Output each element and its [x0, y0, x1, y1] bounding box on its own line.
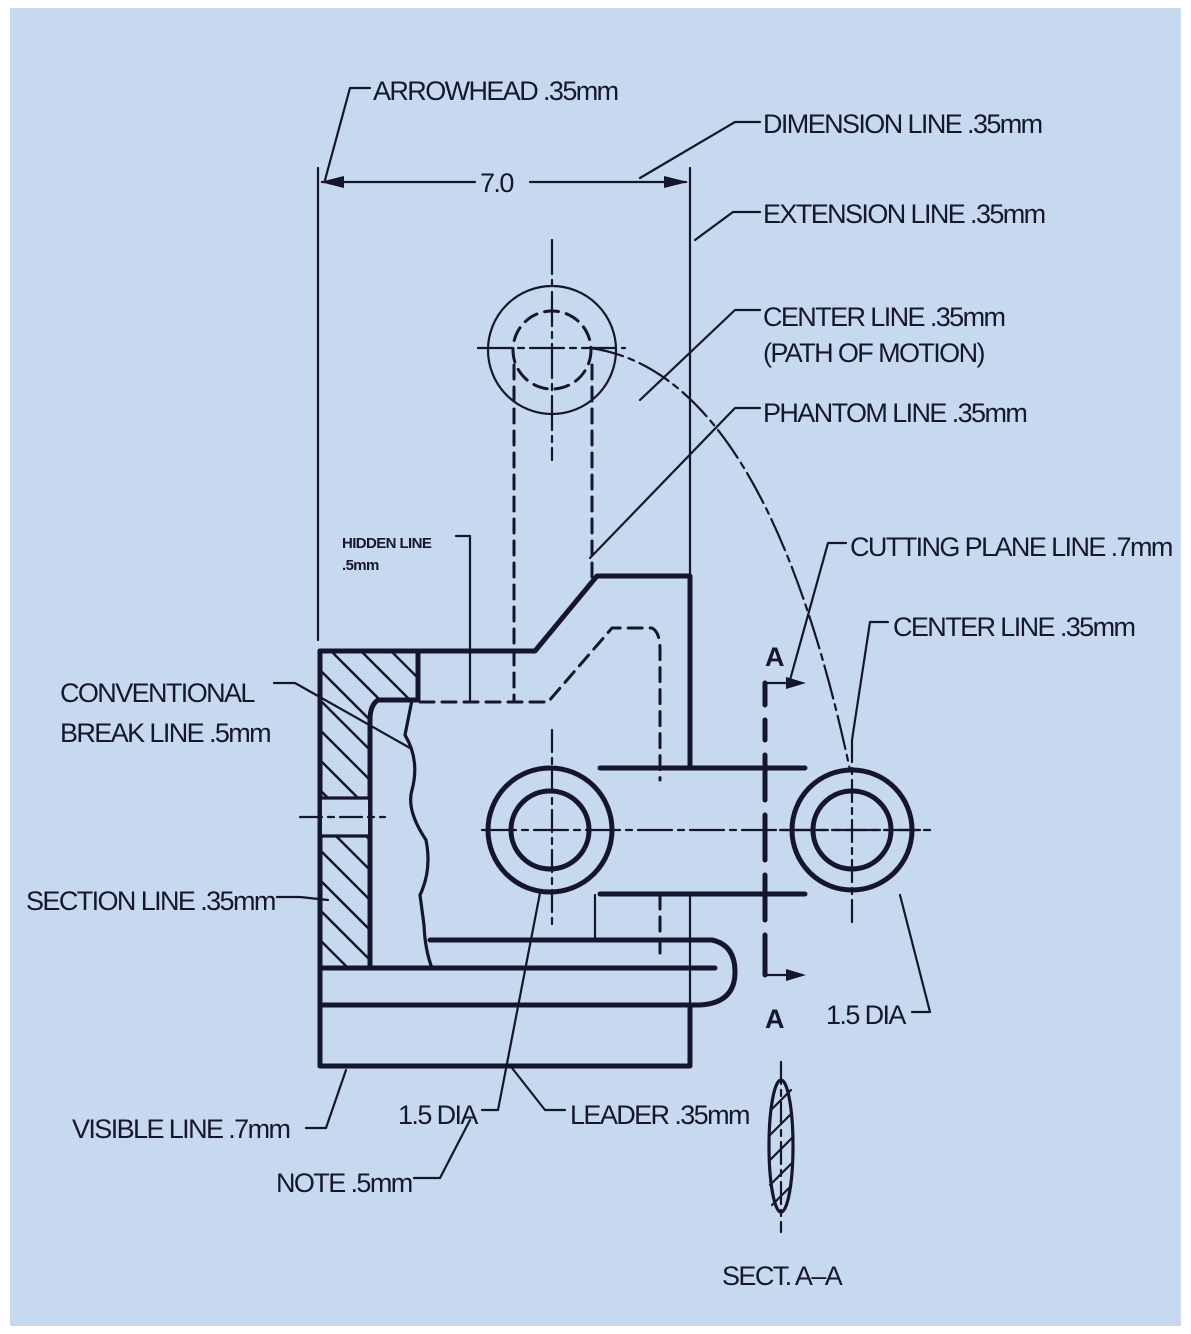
main-body-outline — [317, 573, 738, 1069]
leaders — [272, 86, 932, 1180]
drawing-sheet — [10, 8, 1181, 1326]
dimension-line — [320, 176, 688, 188]
label-phantom-line: PHANTOM LINE .35mm — [763, 398, 1026, 428]
label-cutting-plane-line: CUTTING PLANE LINE .7mm — [850, 532, 1172, 562]
label-extension-line: EXTENSION LINE .35mm — [763, 199, 1045, 229]
section-a-bottom: A — [765, 1004, 785, 1034]
label-note: NOTE .5mm — [276, 1168, 412, 1198]
label-arrowhead: ARROWHEAD .35mm — [373, 76, 618, 106]
label-section-line: SECTION LINE .35mm — [26, 886, 275, 916]
path-of-motion-arc — [588, 346, 852, 772]
label-visible-line: VISIBLE LINE .7mm — [72, 1114, 289, 1144]
arrowhead-right — [664, 176, 688, 188]
arrowhead-left — [320, 176, 344, 188]
label-dia-left: 1.5 DIA — [398, 1100, 478, 1130]
label-conventional-break-1: CONVENTIONAL — [60, 678, 255, 708]
label-sect-aa: SECT. A–A — [722, 1261, 843, 1291]
label-dia-right: 1.5 DIA — [826, 1000, 906, 1030]
label-center-line-path-2: (PATH OF MOTION) — [763, 338, 984, 368]
right-pivot — [609, 738, 932, 927]
dimension-value: 7.0 — [480, 168, 513, 198]
hidden-lines — [418, 626, 662, 962]
label-conventional-break-2: BREAK LINE .5mm — [60, 718, 270, 748]
label-center-line: CENTER LINE .35mm — [893, 612, 1134, 642]
extension-lines — [316, 166, 692, 642]
label-leader: LEADER .35mm — [570, 1100, 749, 1130]
label-hidden-line-1: HIDDEN LINE — [342, 535, 432, 552]
section-a-top: A — [765, 642, 785, 672]
break-line — [403, 698, 434, 970]
label-dimension-line: DIMENSION LINE .35mm — [763, 109, 1042, 139]
section-aa-view — [767, 1060, 795, 1234]
section-hatching — [320, 650, 418, 968]
label-center-line-path-1: CENTER LINE .35mm — [763, 302, 1004, 332]
label-hidden-line-2: .5mm — [342, 557, 379, 574]
upper-link — [476, 238, 627, 702]
